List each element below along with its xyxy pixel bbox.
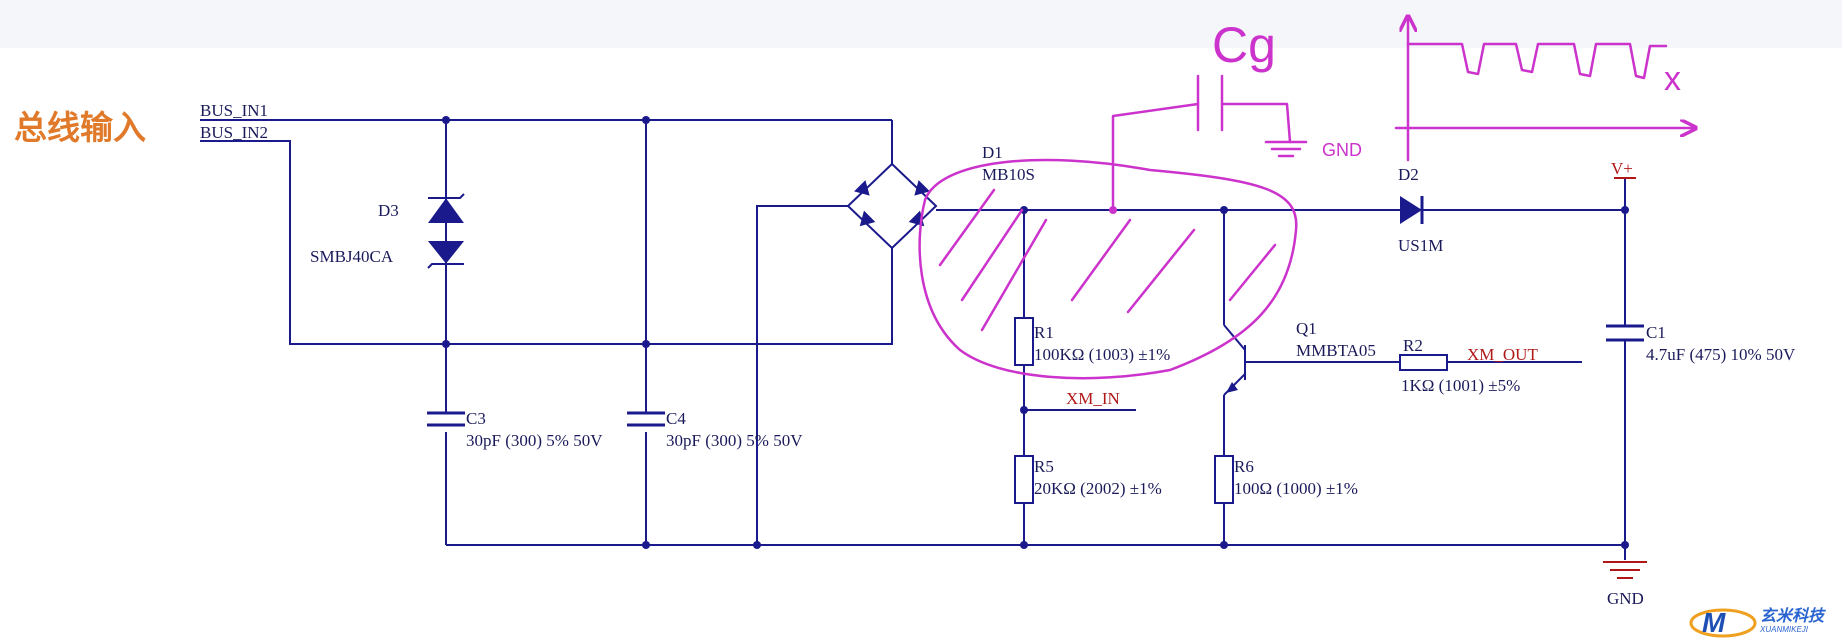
vplus-label: V+ [1611,159,1633,178]
q1-transistor [1223,324,1246,396]
r5-ref: R5 [1034,457,1054,476]
c3-value: 30pF (300) 5% 50V [466,431,603,450]
c1-ref: C1 [1646,323,1666,342]
bus-in2-label: BUS_IN2 [200,123,268,142]
xm-in-label: XM_IN [1066,389,1120,408]
junctions [442,116,1629,549]
r2-resistor [1399,354,1448,371]
r2-ref: R2 [1403,336,1423,355]
c1-value: 4.7uF (475) 10% 50V [1646,345,1796,364]
d2-diode [1400,196,1422,224]
r1-value: 100KΩ (1003) ±1% [1034,345,1170,364]
gnd-symbol [1603,561,1647,579]
q1-emitter-arrow [1226,382,1238,393]
q1-value: MMBTA05 [1296,341,1376,360]
c4-value: 30pF (300) 5% 50V [666,431,803,450]
c1-capacitor [1606,324,1644,342]
company-logo: M 玄米科技 XUANMIKEJI [1689,606,1826,638]
r6-resistor [1214,455,1234,504]
c4-capacitor [627,411,665,427]
cg-label: Cg [1212,17,1276,73]
r1-resistor [1014,317,1034,366]
bus-input-title: 总线输入 [14,108,146,147]
cg-junction-dot [1109,206,1117,214]
r5-resistor [1014,455,1034,504]
waveform-x-label: x [1664,60,1681,98]
c3-ref: C3 [466,409,486,428]
logo-en-text: XUANMIKEJI [1759,625,1809,634]
c4-ref: C4 [666,409,686,428]
r1-ref: R1 [1034,323,1054,342]
hand-gnd-label: GND [1322,140,1362,160]
d1-ref: D1 [982,143,1003,162]
d2-ref: D2 [1398,165,1419,184]
logo-mark: M [1702,607,1726,638]
bus-in1-label: BUS_IN1 [200,101,268,120]
gnd-label: GND [1607,589,1644,608]
r2-value: 1KΩ (1001) ±5% [1401,376,1520,395]
r6-ref: R6 [1234,457,1254,476]
d3-ref: D3 [378,201,399,220]
c3-capacitor [427,411,465,427]
d3-tvs-diode [427,193,465,269]
top-band [0,0,1842,48]
d3-value: SMBJ40CA [310,247,394,266]
xm-out-label: XM_OUT [1467,345,1538,364]
r6-value: 100Ω (1000) ±1% [1234,479,1358,498]
r5-value: 20KΩ (2002) ±1% [1034,479,1162,498]
d1-value: MB10S [982,165,1035,184]
logo-cn-text: 玄米科技 [1760,606,1826,625]
q1-ref: Q1 [1296,319,1317,338]
hand-annotations [918,18,1694,380]
d2-value: US1M [1398,236,1443,255]
